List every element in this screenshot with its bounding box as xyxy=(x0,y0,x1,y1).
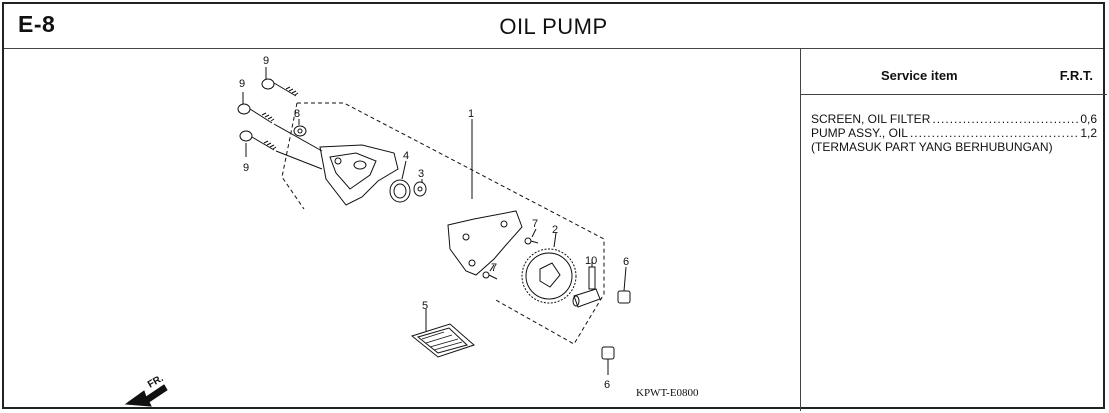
frt-header: F.R.T. xyxy=(1059,68,1093,83)
cover-plate xyxy=(447,210,523,276)
leader-dots: ........................................… xyxy=(909,126,1078,140)
callout-8: 8 xyxy=(294,108,300,120)
collar-upper xyxy=(617,266,631,304)
inner-rotor xyxy=(413,179,427,197)
page-title: OIL PUMP xyxy=(499,14,608,39)
callout-9-top: 9 xyxy=(263,55,269,67)
callout-9-bottom: 9 xyxy=(243,162,249,174)
front-arrow xyxy=(124,384,168,407)
callout-6-upper: 6 xyxy=(623,256,629,268)
pump-body xyxy=(273,123,399,206)
column-divider xyxy=(800,49,801,411)
callout-2: 2 xyxy=(552,224,558,236)
service-row: PUMP ASSY., OIL ........................… xyxy=(811,126,1097,140)
service-note: (TERMASUK PART YANG BERHUBUNGAN) xyxy=(811,140,1053,154)
service-item-header: Service item xyxy=(881,68,958,83)
service-row-value: 1,2 xyxy=(1080,126,1097,140)
service-row-label: SCREEN, OIL FILTER xyxy=(811,112,931,126)
callout-7-lower: 7 xyxy=(491,262,497,274)
collar-lower xyxy=(601,346,615,375)
callout-10: 10 xyxy=(585,255,597,267)
bolt-top xyxy=(261,67,299,97)
callout-6-lower: 6 xyxy=(604,379,610,391)
exploded-diagram: 9 9 9 8 1 4 3 7 2 7 10 6 5 6 KPWT-E0800 … xyxy=(4,49,800,411)
screw-upper xyxy=(524,228,539,245)
driven-gear xyxy=(521,232,577,304)
diagram-drawing: 9 9 9 8 1 4 3 7 2 7 10 6 5 6 KPWT-E0800 … xyxy=(124,55,699,407)
service-header: Service item F.R.T. xyxy=(801,49,1107,95)
callout-7-upper: 7 xyxy=(532,218,538,230)
service-row-label: PUMP ASSY., OIL xyxy=(811,126,908,140)
service-list: SCREEN, OIL FILTER .....................… xyxy=(811,112,1097,154)
assembly-outline xyxy=(297,102,605,345)
callout-3: 3 xyxy=(418,168,424,180)
bolt-bottom xyxy=(239,130,277,157)
callout-9-middle: 9 xyxy=(239,78,245,90)
bolt-middle xyxy=(237,92,275,124)
screw-lower xyxy=(482,264,498,280)
callout-4: 4 xyxy=(403,150,409,162)
service-panel: Service item F.R.T. SCREEN, OIL FILTER .… xyxy=(801,49,1107,411)
service-row-value: 0,6 xyxy=(1080,112,1097,126)
pump-shaft xyxy=(572,288,601,308)
leader-dots: ........................................… xyxy=(932,112,1079,126)
callout-1: 1 xyxy=(468,108,474,120)
outer-rotor xyxy=(389,160,411,203)
drawing-code: KPWT-E0800 xyxy=(636,387,699,399)
section-code: E-8 xyxy=(18,11,56,37)
service-row: SCREEN, OIL FILTER .....................… xyxy=(811,112,1097,126)
washer xyxy=(293,119,307,137)
sheet-header: E-8 OIL PUMP xyxy=(4,4,1103,49)
oil-filter-screen xyxy=(410,309,475,358)
callout-5: 5 xyxy=(422,300,428,312)
assembly-outline-left xyxy=(281,102,305,210)
